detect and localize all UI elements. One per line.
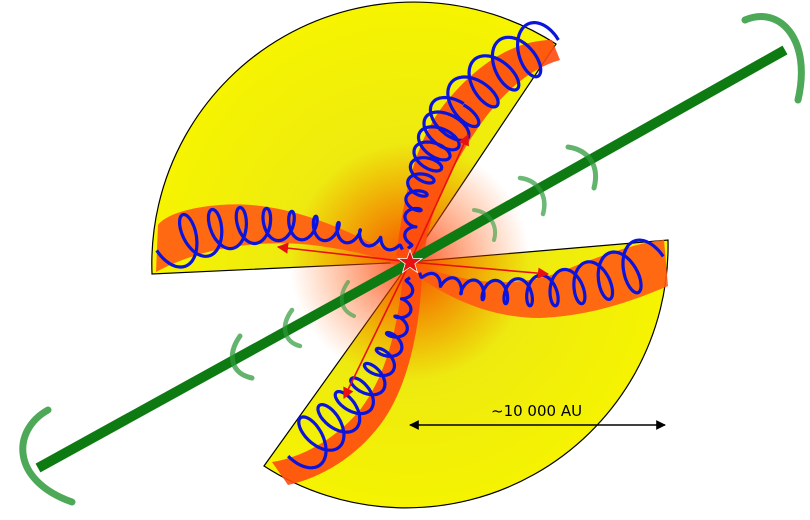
outflow-lobe-lower (272, 270, 422, 485)
shock-arc (19, 406, 76, 506)
scale-label: ~10 000 AU (491, 402, 582, 420)
central-star-icon (396, 248, 424, 274)
flow-arrow-upper (409, 133, 469, 263)
jet-lower (35, 259, 411, 473)
flow-arrow-left (276, 242, 411, 263)
shock-arc (517, 175, 547, 217)
shock-arc (339, 280, 356, 318)
shock-arc (565, 144, 598, 191)
helical-field-line (287, 276, 415, 470)
outflow-lobe-upper (396, 40, 560, 258)
shock-arc (282, 307, 303, 349)
shock-arc (472, 208, 497, 242)
outflow-lobe-left (156, 204, 400, 272)
flow-arrow-right (409, 261, 550, 279)
helical-field-line (417, 238, 665, 308)
magnetic-field-coils (155, 21, 665, 470)
jet-upper (409, 45, 788, 265)
flow-arrow-lower (343, 261, 411, 400)
shock-arc (741, 13, 805, 104)
helical-field-line (155, 205, 404, 269)
shock-arc (229, 333, 255, 381)
helical-field-line (446, 21, 560, 129)
helical-field-line (403, 95, 471, 250)
